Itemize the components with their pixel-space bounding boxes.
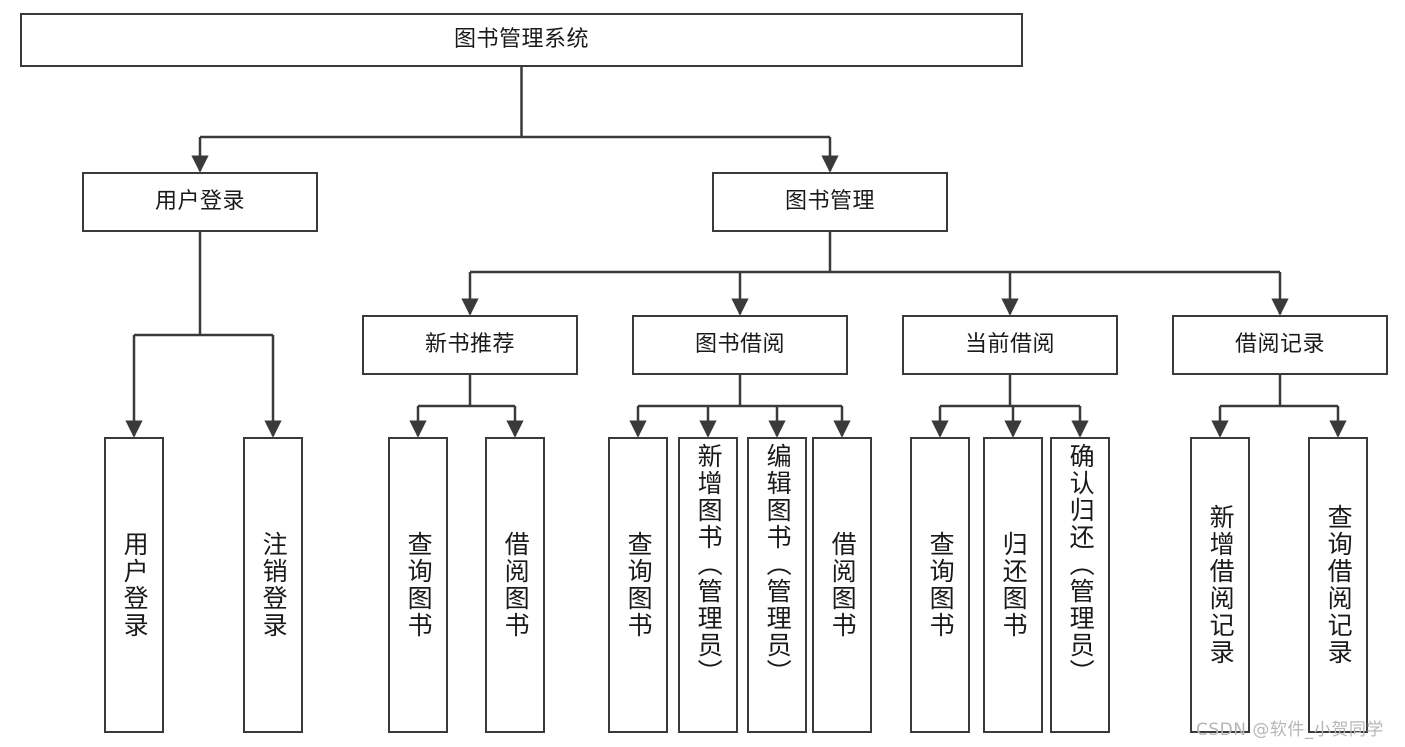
node-label: 归还图书 bbox=[999, 531, 1029, 639]
node-label: 查询图书 bbox=[404, 531, 434, 639]
node-leaf-add-record[interactable]: 新增借阅记录 bbox=[1190, 437, 1250, 733]
node-leaf-return-book[interactable]: 归还图书 bbox=[983, 437, 1043, 733]
node-book-borrow[interactable]: 图书借阅 bbox=[632, 315, 848, 375]
node-borrow-record[interactable]: 借阅记录 bbox=[1172, 315, 1388, 375]
node-label: 编辑图书（管理员） bbox=[763, 443, 793, 686]
node-leaf-query-book-3[interactable]: 查询图书 bbox=[910, 437, 970, 733]
node-leaf-user-login[interactable]: 用户登录 bbox=[104, 437, 164, 733]
node-label: 借阅图书 bbox=[501, 531, 531, 639]
node-label: 查询图书 bbox=[624, 531, 654, 639]
node-label: 借阅图书 bbox=[828, 531, 858, 639]
node-label: 新书推荐 bbox=[424, 332, 515, 358]
node-leaf-query-book-1[interactable]: 查询图书 bbox=[388, 437, 448, 733]
node-label: 用户登录 bbox=[120, 531, 150, 639]
node-current-borrow[interactable]: 当前借阅 bbox=[902, 315, 1118, 375]
node-book-manage[interactable]: 图书管理 bbox=[712, 172, 948, 232]
node-leaf-borrow-book-2[interactable]: 借阅图书 bbox=[812, 437, 872, 733]
node-label: 查询借阅记录 bbox=[1324, 504, 1354, 666]
node-leaf-query-record[interactable]: 查询借阅记录 bbox=[1308, 437, 1368, 733]
watermark-label: CSDN @软件_小贺同学 bbox=[1196, 720, 1384, 740]
node-label: 注销登录 bbox=[259, 531, 289, 639]
node-label: 借阅记录 bbox=[1234, 332, 1325, 358]
node-leaf-edit-book[interactable]: 编辑图书（管理员） bbox=[747, 437, 807, 733]
node-leaf-query-book-2[interactable]: 查询图书 bbox=[608, 437, 668, 733]
node-leaf-add-book[interactable]: 新增图书（管理员） bbox=[678, 437, 738, 733]
node-label: 当前借阅 bbox=[964, 332, 1055, 358]
node-label: 用户登录 bbox=[154, 189, 245, 215]
node-leaf-logout[interactable]: 注销登录 bbox=[243, 437, 303, 733]
node-user-login[interactable]: 用户登录 bbox=[82, 172, 318, 232]
node-root[interactable]: 图书管理系统 bbox=[20, 13, 1023, 67]
node-label: 图书管理系统 bbox=[453, 27, 589, 53]
node-label: 图书管理 bbox=[784, 189, 875, 215]
node-label: 确认归还（管理员） bbox=[1066, 443, 1096, 686]
node-leaf-borrow-book-1[interactable]: 借阅图书 bbox=[485, 437, 545, 733]
node-label: 查询图书 bbox=[926, 531, 956, 639]
node-label: 新增借阅记录 bbox=[1206, 504, 1236, 666]
node-new-book-rec[interactable]: 新书推荐 bbox=[362, 315, 578, 375]
node-label: 新增图书（管理员） bbox=[694, 443, 724, 686]
node-label: 图书借阅 bbox=[694, 332, 785, 358]
node-leaf-confirm-return[interactable]: 确认归还（管理员） bbox=[1050, 437, 1110, 733]
